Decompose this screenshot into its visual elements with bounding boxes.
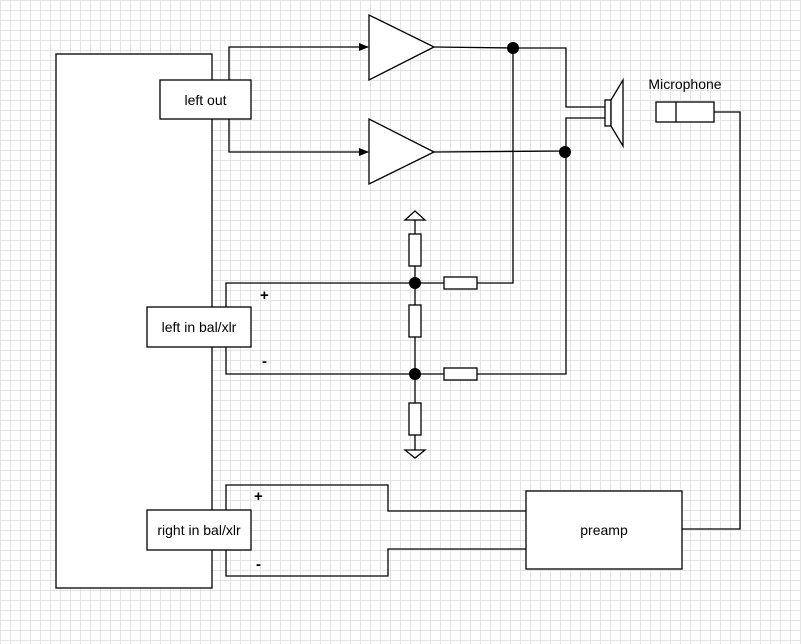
left-in-box[interactable]	[146, 306, 252, 348]
junction-dot	[409, 277, 421, 289]
ground-down-arrow-icon	[403, 449, 427, 459]
preamp-block[interactable]	[525, 490, 683, 570]
wire-amp1-to-speaker	[433, 46, 605, 108]
resistor-middle	[408, 304, 422, 338]
junction-dot	[409, 368, 421, 380]
right-plus-sign: +	[254, 488, 263, 505]
supply-up-arrow-icon	[403, 210, 427, 221]
amplifier-bottom[interactable]	[368, 117, 436, 186]
speaker-icon	[604, 77, 624, 149]
left-minus-sign: -	[262, 353, 267, 370]
wire-feedback-minus	[477, 151, 567, 375]
right-minus-sign: -	[256, 556, 261, 573]
left-out-label: left out	[184, 92, 226, 108]
preamp-label: preamp	[580, 522, 628, 538]
amplifier-top[interactable]	[368, 13, 436, 82]
resistor-feedback-minus	[443, 367, 478, 381]
left-plus-sign: +	[260, 287, 269, 304]
wire-mic-to-preamp	[682, 111, 741, 530]
right-in-box[interactable]	[146, 509, 252, 551]
microphone-label: Microphone	[648, 76, 721, 92]
resistor-ladder	[403, 210, 427, 459]
left-in-label: left in bal/xlr	[162, 319, 237, 335]
right-in-label: right in bal/xlr	[157, 522, 241, 538]
wire-amp2-to-speaker	[433, 117, 605, 153]
microphone-icon	[655, 101, 715, 123]
wire-feedback-plus	[477, 48, 514, 284]
resistor-bottom	[408, 402, 422, 436]
junction-dot	[507, 42, 519, 54]
left-out-box[interactable]	[159, 79, 252, 120]
junction-dot	[559, 146, 571, 158]
resistor-top	[408, 233, 422, 267]
resistor-feedback-plus	[443, 276, 478, 290]
